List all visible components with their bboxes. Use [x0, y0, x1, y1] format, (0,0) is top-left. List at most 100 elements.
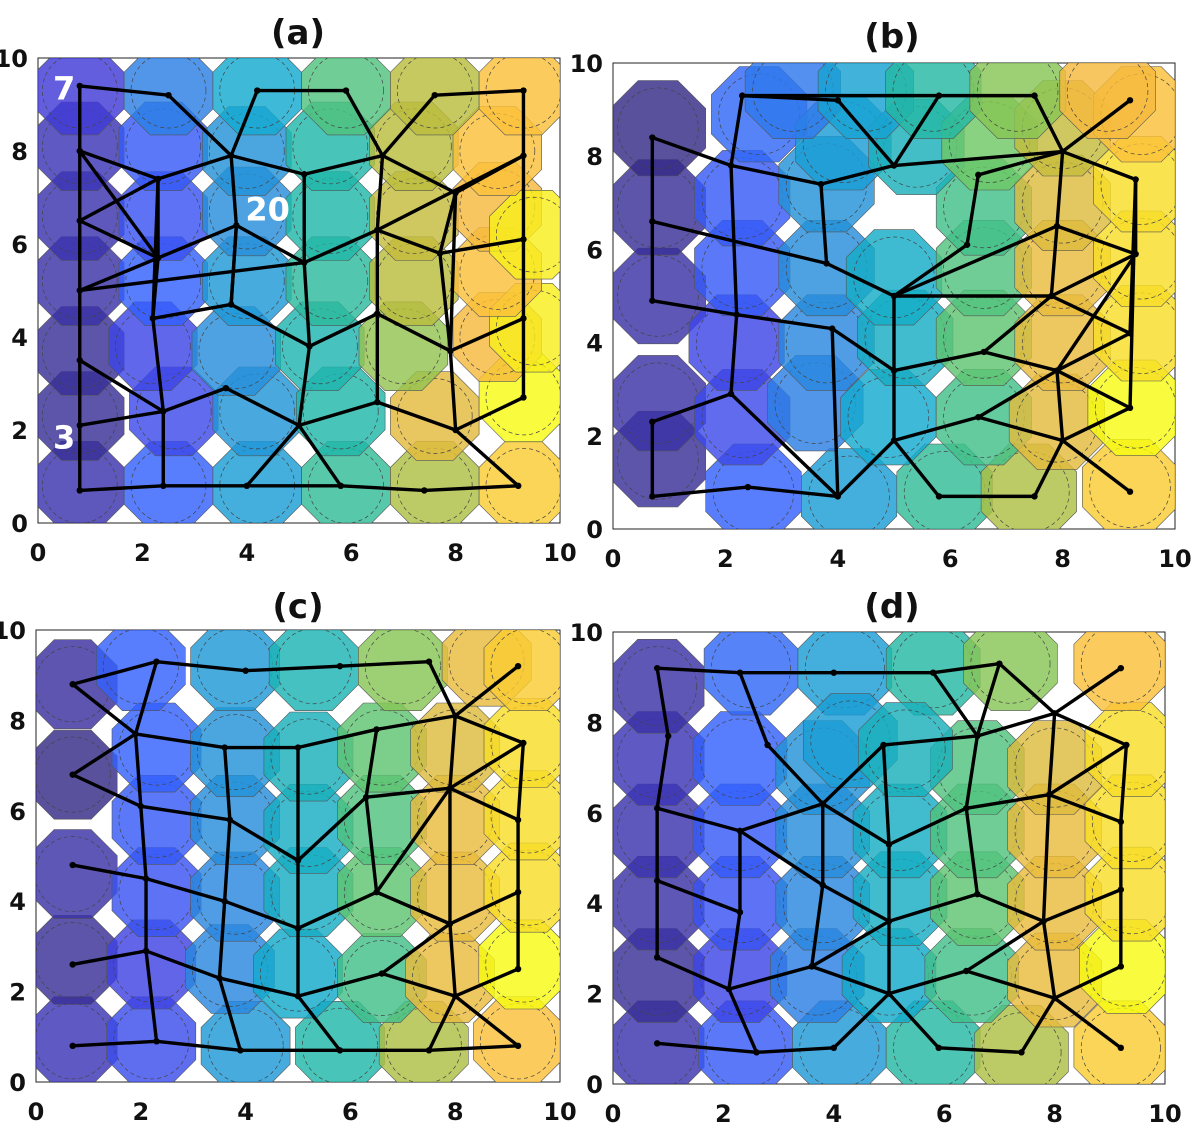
network-edge	[453, 395, 526, 432]
network-node	[373, 888, 380, 896]
network-edge	[427, 994, 457, 1053]
cell	[692, 928, 788, 1023]
cell	[885, 63, 982, 139]
network-edge	[296, 994, 342, 1053]
network-node	[1126, 404, 1134, 412]
network-edge	[133, 732, 227, 750]
network-node	[295, 422, 303, 429]
network-node	[69, 1042, 76, 1050]
cell	[483, 630, 560, 712]
network-node	[254, 87, 261, 94]
network-node	[649, 134, 656, 141]
network-edge	[70, 1039, 159, 1048]
network-edge	[217, 976, 243, 1053]
network-edge	[765, 743, 825, 806]
network-edge	[151, 302, 233, 321]
network-edge	[156, 223, 239, 260]
cell	[301, 58, 391, 136]
network-node	[823, 260, 830, 267]
network-edge	[1049, 224, 1059, 298]
network-node	[1048, 292, 1055, 300]
network-node	[514, 965, 522, 973]
network-node	[1045, 791, 1053, 798]
network-edge	[297, 344, 312, 428]
network-node	[436, 250, 444, 257]
network-edge	[655, 955, 731, 991]
x-tick-label: 10	[1158, 545, 1191, 573]
network-node	[1053, 222, 1061, 230]
network-edge	[151, 316, 165, 414]
cell-ring	[396, 58, 473, 129]
network-edge	[892, 350, 986, 373]
cell-ring	[893, 1007, 974, 1084]
network-edge	[1032, 438, 1065, 499]
cell-ring	[1066, 63, 1149, 132]
network-edge	[729, 163, 823, 186]
network-node	[336, 1047, 344, 1054]
network-edge	[78, 177, 160, 223]
network-node	[514, 888, 522, 896]
network-edge	[824, 261, 896, 298]
network-node	[76, 422, 83, 429]
network-edge	[832, 991, 891, 1050]
network-edge	[156, 153, 233, 181]
network-edge	[374, 786, 452, 894]
network-node	[76, 487, 83, 494]
network-node	[736, 827, 744, 835]
x-tick-label: 6	[343, 539, 360, 567]
network-node	[736, 909, 744, 916]
cell	[336, 847, 427, 938]
cell	[96, 630, 186, 712]
network-edge	[740, 93, 840, 102]
x-tick-label: 0	[30, 539, 47, 567]
y-tick-label: 0	[586, 516, 603, 544]
network-edge	[931, 661, 1002, 675]
network-node	[819, 881, 826, 889]
cell-ring	[976, 63, 1059, 132]
network-edge	[738, 829, 825, 887]
cell	[1084, 846, 1165, 942]
cells-group	[36, 630, 560, 1082]
network-edge	[245, 423, 301, 488]
network-edge	[729, 93, 744, 168]
network-node	[808, 963, 815, 970]
network-edge	[931, 670, 980, 738]
network-edge	[364, 786, 452, 799]
cell	[935, 289, 1032, 387]
network-edge	[738, 802, 825, 833]
network-node	[378, 970, 386, 977]
network-edge	[1052, 711, 1129, 747]
network-edge	[438, 251, 453, 353]
network-node	[753, 1049, 760, 1056]
network-node	[1059, 148, 1066, 155]
network-edge	[296, 727, 379, 750]
network-node	[1126, 488, 1134, 495]
node-number-label: 3	[53, 418, 75, 456]
network-edge	[78, 149, 160, 181]
cell	[212, 58, 302, 136]
network-node	[653, 1040, 661, 1047]
network-edge	[821, 802, 891, 847]
network-edge	[1047, 793, 1123, 824]
network-edge	[1047, 743, 1129, 797]
network-node	[243, 482, 250, 489]
network-node	[764, 741, 771, 749]
network-node	[153, 1038, 160, 1045]
cell-ring	[808, 455, 890, 529]
network-node	[727, 390, 735, 398]
network-node	[520, 739, 527, 747]
network-node	[142, 947, 150, 955]
network-edge	[70, 863, 148, 881]
cell	[613, 80, 707, 177]
network-node	[1018, 1049, 1025, 1056]
network-node	[963, 241, 971, 248]
network-node	[1053, 367, 1061, 374]
network-node	[374, 398, 381, 406]
network-edge	[380, 153, 458, 195]
x-tick-label: 2	[717, 545, 734, 573]
network-node	[446, 785, 454, 792]
network-node	[514, 662, 522, 670]
